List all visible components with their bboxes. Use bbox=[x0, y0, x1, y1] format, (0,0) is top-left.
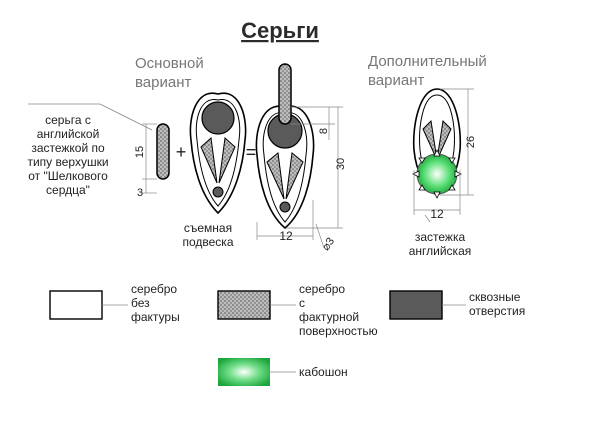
left-note-line: типу верхушки bbox=[27, 155, 108, 169]
alt-dimensions bbox=[413, 88, 474, 223]
left-note-line: от "Шелкового bbox=[28, 169, 108, 183]
left-note-line: серьга с bbox=[45, 113, 91, 127]
legend-swatch-cabochon bbox=[218, 358, 270, 386]
legend-label: серебро bbox=[131, 282, 177, 296]
dim-total-height: 30 bbox=[335, 158, 347, 170]
dim-ear-height: 15 bbox=[134, 146, 146, 158]
plus-sign: + bbox=[176, 142, 187, 162]
legend-item-cabochon: кабошон bbox=[218, 358, 348, 386]
pendant-label-line2: подвеска bbox=[182, 235, 233, 249]
legend-swatch-plain bbox=[49, 290, 103, 320]
legend-label: фактурной bbox=[299, 310, 359, 324]
legend-label: сквозные bbox=[469, 290, 521, 304]
legend-label: отверстия bbox=[469, 304, 525, 318]
legend-swatch-holes bbox=[389, 290, 443, 320]
main-variant-line2: вариант bbox=[135, 74, 191, 91]
left-note-line: застежкой по bbox=[31, 141, 105, 155]
legend-label: серебро bbox=[299, 282, 345, 296]
dim-alt-width: 12 bbox=[430, 207, 444, 221]
alt-variant-line2: вариант bbox=[368, 72, 424, 89]
removable-pendant bbox=[189, 92, 247, 215]
legend-label: с bbox=[299, 296, 305, 310]
clasp-label-line1: застежка bbox=[415, 230, 466, 244]
legend-item-plain: серебро без фактуры bbox=[49, 282, 180, 324]
legend-label: без bbox=[131, 296, 150, 310]
assembled-earring bbox=[255, 63, 315, 230]
dim-width: 12 bbox=[279, 229, 293, 243]
legend-label: поверхностью bbox=[299, 324, 378, 338]
legend: серебро без фактуры серебро с фактурной … bbox=[49, 282, 525, 386]
alt-variant-line1: Дополнительный bbox=[368, 53, 487, 70]
equals-sign: = bbox=[246, 142, 257, 162]
left-note: серьга с английской застежкой по типу ве… bbox=[27, 113, 108, 197]
legend-item-holes: сквозные отверстия bbox=[389, 290, 525, 320]
ear-wire-piece: 15 3 bbox=[134, 123, 170, 199]
dim-top-gap: 8 bbox=[318, 128, 330, 134]
dim-alt-height: 26 bbox=[465, 136, 477, 148]
alt-variant-earring bbox=[412, 88, 462, 199]
title: Серьги bbox=[241, 18, 319, 43]
left-note-leader bbox=[28, 103, 153, 131]
left-note-line: сердца" bbox=[46, 183, 90, 197]
pendant-label-line1: съемная bbox=[184, 221, 232, 235]
clasp-label-line2: английская bbox=[409, 244, 472, 258]
dim-ear-bottom: 3 bbox=[137, 187, 143, 199]
dim-hole-dia: ⌀3 bbox=[320, 236, 337, 253]
legend-label: кабошон bbox=[299, 365, 348, 379]
assembled-dimensions bbox=[256, 106, 343, 249]
legend-swatch-textured bbox=[217, 290, 271, 320]
main-variant-line1: Основной bbox=[135, 55, 204, 72]
legend-item-textured: серебро с фактурной поверхностью bbox=[217, 282, 378, 338]
left-note-line: английской bbox=[37, 127, 100, 141]
legend-label: фактуры bbox=[131, 310, 180, 324]
